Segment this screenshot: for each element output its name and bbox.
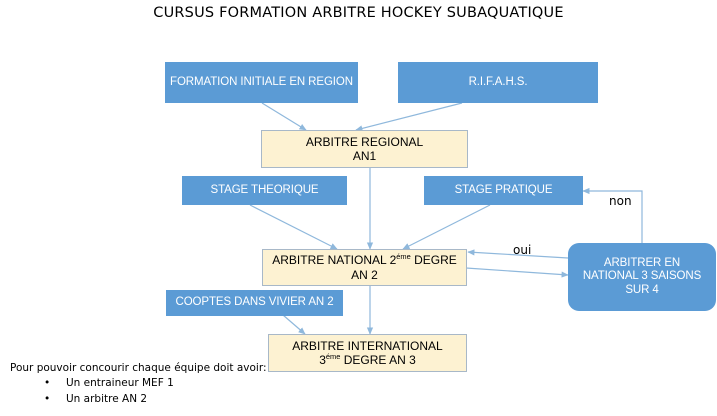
node-arbitre-national-line2: AN 2 (351, 267, 378, 282)
node-stage-pratique[interactable]: STAGE PRATIQUE (424, 176, 583, 205)
edge-arbitrer-to-national (467, 249, 569, 259)
node-arbitre-international-line1: ARBITRE INTERNATIONAL (292, 338, 443, 353)
node-arbitre-regional-line1: ARBITRE REGIONAL (305, 134, 424, 149)
edge-formation-to-regional (261, 102, 307, 131)
footnote-block: Pour pouvoir concourir chaque équipe doi… (10, 362, 310, 409)
edge-pratique-to-national (402, 204, 491, 250)
footnote-list: Un entraineur MEF 1 Un arbitre AN 2 (10, 377, 310, 405)
node-arbitre-regional-text: ARBITRE REGIONAL AN1 (262, 135, 467, 163)
page-title: CURSUS FORMATION ARBITRE HOCKEY SUBAQUAT… (153, 5, 564, 21)
node-rifahs[interactable]: R.I.F.A.H.S. (398, 62, 598, 103)
footnote-item: Un arbitre AN 2 (44, 393, 310, 405)
edge-theorique-to-national (249, 204, 338, 250)
node-arbitre-international-text: ARBITRE INTERNATIONAL 3éme DEGRE AN 3 (269, 339, 466, 367)
node-arbitre-national-line1a: ARBITRE NATIONAL 2 (272, 253, 397, 268)
node-formation-initiale-en-region[interactable]: FORMATION INITIALE EN REGION (165, 62, 358, 103)
node-arbitrer-line3: SUR 4 (625, 283, 659, 296)
node-arbitrer-line2: NATIONAL 3 SAISONS (582, 270, 702, 283)
footnote-item: Un entraineur MEF 1 (44, 377, 310, 389)
node-arbitre-international-sup: éme (325, 352, 341, 361)
node-stage-theorique-label: STAGE THEORIQUE (210, 183, 319, 196)
edge-national-to-arbitrer (465, 267, 569, 278)
node-stage-theorique[interactable]: STAGE THEORIQUE (182, 176, 347, 205)
edge-label-oui: oui (513, 243, 532, 257)
node-arbitrer-line1: ARBITRER EN (603, 256, 681, 269)
node-stage-pratique-label: STAGE PRATIQUE (454, 183, 553, 196)
node-arbitre-international-line2b: DEGRE AN 3 (340, 353, 416, 367)
node-cooptes-label: COOPTES DANS VIVIER AN 2 (175, 296, 334, 309)
node-arbitre-national-sup: éme (396, 252, 411, 262)
node-arbitre-national-text: ARBITRE NATIONAL 2éme DEGRE AN 2 (263, 253, 466, 281)
node-arbitre-international-line2a: 3 (319, 353, 326, 367)
edge-non-to-pratique (582, 187, 643, 243)
node-arbitre-regional-line2: AN1 (352, 149, 377, 163)
edge-cooptes-to-international (282, 314, 306, 335)
node-cooptes-dans-vivier-an2[interactable]: COOPTES DANS VIVIER AN 2 (166, 290, 343, 316)
node-arbitrer-en-national-3-saisons-sur-4[interactable]: ARBITRER EN NATIONAL 3 SAISONS SUR 4 (568, 243, 716, 311)
node-arbitre-international[interactable]: ARBITRE INTERNATIONAL 3éme DEGRE AN 3 (268, 334, 467, 372)
node-arbitre-national[interactable]: ARBITRE NATIONAL 2éme DEGRE AN 2 (262, 249, 467, 286)
node-arbitrer-text: ARBITRER EN NATIONAL 3 SAISONS SUR 4 (568, 257, 716, 298)
footnote-lead: Pour pouvoir concourir chaque équipe doi… (10, 362, 267, 374)
edge-label-non: non (609, 194, 632, 208)
node-rifahs-label: R.I.F.A.H.S. (468, 75, 528, 88)
node-formation-initiale-label: FORMATION INITIALE EN REGION (170, 75, 353, 88)
node-arbitre-national-line1b: DEGRE (410, 253, 457, 268)
edge-rifahs-to-regional (355, 102, 463, 132)
node-arbitre-regional[interactable]: ARBITRE REGIONAL AN1 (261, 130, 468, 168)
